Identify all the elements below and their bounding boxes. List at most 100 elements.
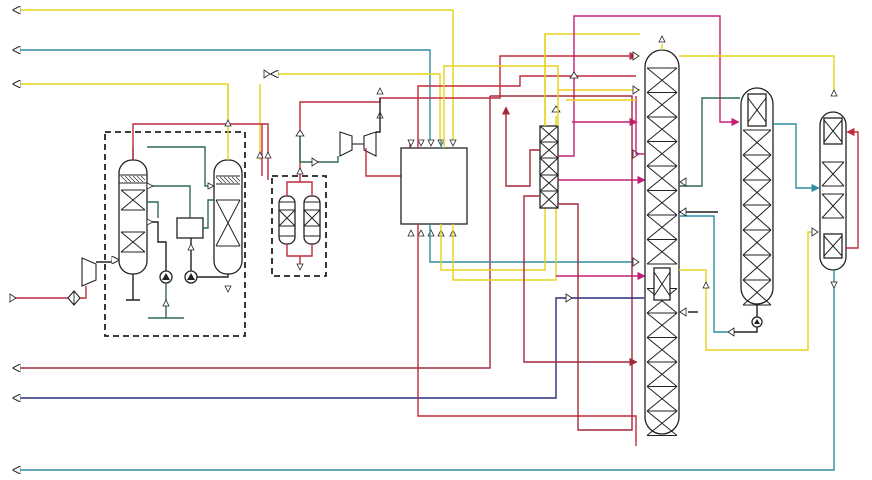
flow-arrow — [811, 227, 819, 237]
feed-air-inlet — [9, 257, 118, 306]
distillation-column-icon — [819, 111, 847, 271]
purifier-green-line — [147, 201, 159, 218]
adsorber-vessel-icon — [118, 159, 148, 275]
column-magenta-lower — [635, 96, 644, 155]
pump-icon — [184, 270, 198, 284]
purifier-green-line — [203, 199, 214, 229]
flow-arrow — [296, 167, 304, 175]
top-product-lines — [14, 10, 454, 160]
yellow-product-line-1 — [14, 10, 454, 140]
hx-teal-bottom — [429, 224, 636, 263]
flow-arrow — [376, 87, 384, 95]
turbine-feed-line — [299, 132, 339, 163]
pre-purification-boundary — [104, 131, 246, 337]
main-heat-exchanger-body — [400, 147, 468, 225]
booster-drier-boundary — [271, 175, 327, 277]
subcooler-crimson-2 — [490, 95, 633, 431]
flow-arrow — [830, 281, 838, 289]
flow-arrow — [569, 71, 579, 79]
flow-arrow — [207, 182, 215, 190]
hatched-packing — [120, 175, 146, 183]
flow-arrow — [146, 218, 154, 226]
pump-icon — [751, 316, 763, 328]
packing-section — [646, 239, 678, 265]
flow-arrow — [679, 177, 687, 187]
crimson-product-line — [14, 96, 491, 368]
adsorber-vessel-icon — [303, 195, 321, 245]
purifier-black-line — [147, 221, 167, 271]
side-column-packing — [742, 129, 772, 306]
flow-arrow — [632, 257, 640, 267]
filter-icon — [67, 290, 81, 306]
turbine-bypass — [376, 98, 381, 133]
booster-drier-unit — [271, 167, 327, 277]
column-teal-side — [679, 215, 734, 333]
purifier-black-line — [197, 274, 229, 278]
reboiler-icon — [653, 267, 671, 301]
flow-arrow — [162, 299, 170, 307]
flow-arrow — [311, 157, 319, 167]
regeneration-heater — [176, 217, 204, 239]
teal-bottom-product-line — [14, 282, 835, 470]
compressor-discharge — [96, 260, 118, 262]
crude-column-shell — [819, 111, 847, 271]
flow-arrow — [263, 69, 271, 79]
teal-product-line-1 — [14, 50, 431, 140]
side-column-teal-out — [773, 123, 820, 193]
purifier-green-line — [147, 185, 191, 218]
column-green-side — [679, 97, 740, 187]
flow-arrow — [632, 85, 640, 95]
main-column-packing — [646, 67, 678, 436]
yellow-top-crossover — [272, 74, 441, 140]
yellow-product-line-2 — [14, 84, 229, 120]
compressor-icon — [81, 257, 97, 287]
turbine-expander-icon — [339, 131, 377, 157]
column-top-yellow — [661, 44, 835, 94]
flow-arrow — [565, 293, 573, 303]
flow-arrow — [296, 263, 304, 271]
bottom-product-lines — [14, 96, 835, 470]
flow-arrow — [830, 89, 838, 97]
hx-red-return — [417, 75, 636, 148]
flow-arrow — [187, 243, 195, 251]
flow-arrow — [658, 35, 666, 43]
flow-arrow — [264, 151, 272, 159]
purified-air-header — [132, 123, 263, 176]
pre-purification-unit — [104, 131, 246, 337]
column-dark-side — [679, 211, 718, 313]
column-yellow-side — [679, 231, 818, 351]
navy-product-line — [14, 297, 570, 398]
flow-arrow — [256, 151, 264, 159]
subcooler-crimson-3 — [523, 195, 638, 367]
main-heat-exchanger — [400, 139, 468, 237]
feed-inlet-arrow — [9, 293, 17, 303]
flow-arrow — [295, 129, 305, 137]
purifier-black-line — [126, 274, 140, 301]
side-column-bottom — [734, 304, 758, 333]
adsorber-vessel-icon — [213, 159, 243, 275]
reboiler-icon — [747, 93, 767, 127]
adsorber-vessel-icon — [278, 195, 296, 245]
hx-yellow-top — [443, 65, 640, 148]
plate-fin-heat-exchanger-icon — [539, 125, 559, 209]
purified-air-to-drier — [262, 123, 269, 180]
flow-arrow — [679, 207, 687, 217]
flow-arrow — [679, 307, 687, 317]
crude-column-red-loop — [846, 127, 859, 249]
packing-section — [646, 410, 678, 436]
crude-column-packing — [821, 117, 845, 259]
feed-to-compressor — [80, 286, 87, 299]
hx-yellow-bottom-1 — [440, 33, 640, 271]
subcooler-magenta-in — [558, 15, 740, 157]
flow-arrow — [551, 105, 561, 113]
flow-arrow — [224, 119, 232, 127]
purifier-green-line — [147, 146, 214, 187]
flow-arrow — [224, 285, 232, 293]
subcooler-crimson-1 — [501, 106, 540, 187]
pump-icon — [159, 270, 173, 284]
flow-arrow — [146, 182, 154, 190]
flow-arrow — [632, 51, 640, 61]
flow-arrow — [727, 327, 735, 337]
hx-red-bottom — [417, 224, 637, 446]
